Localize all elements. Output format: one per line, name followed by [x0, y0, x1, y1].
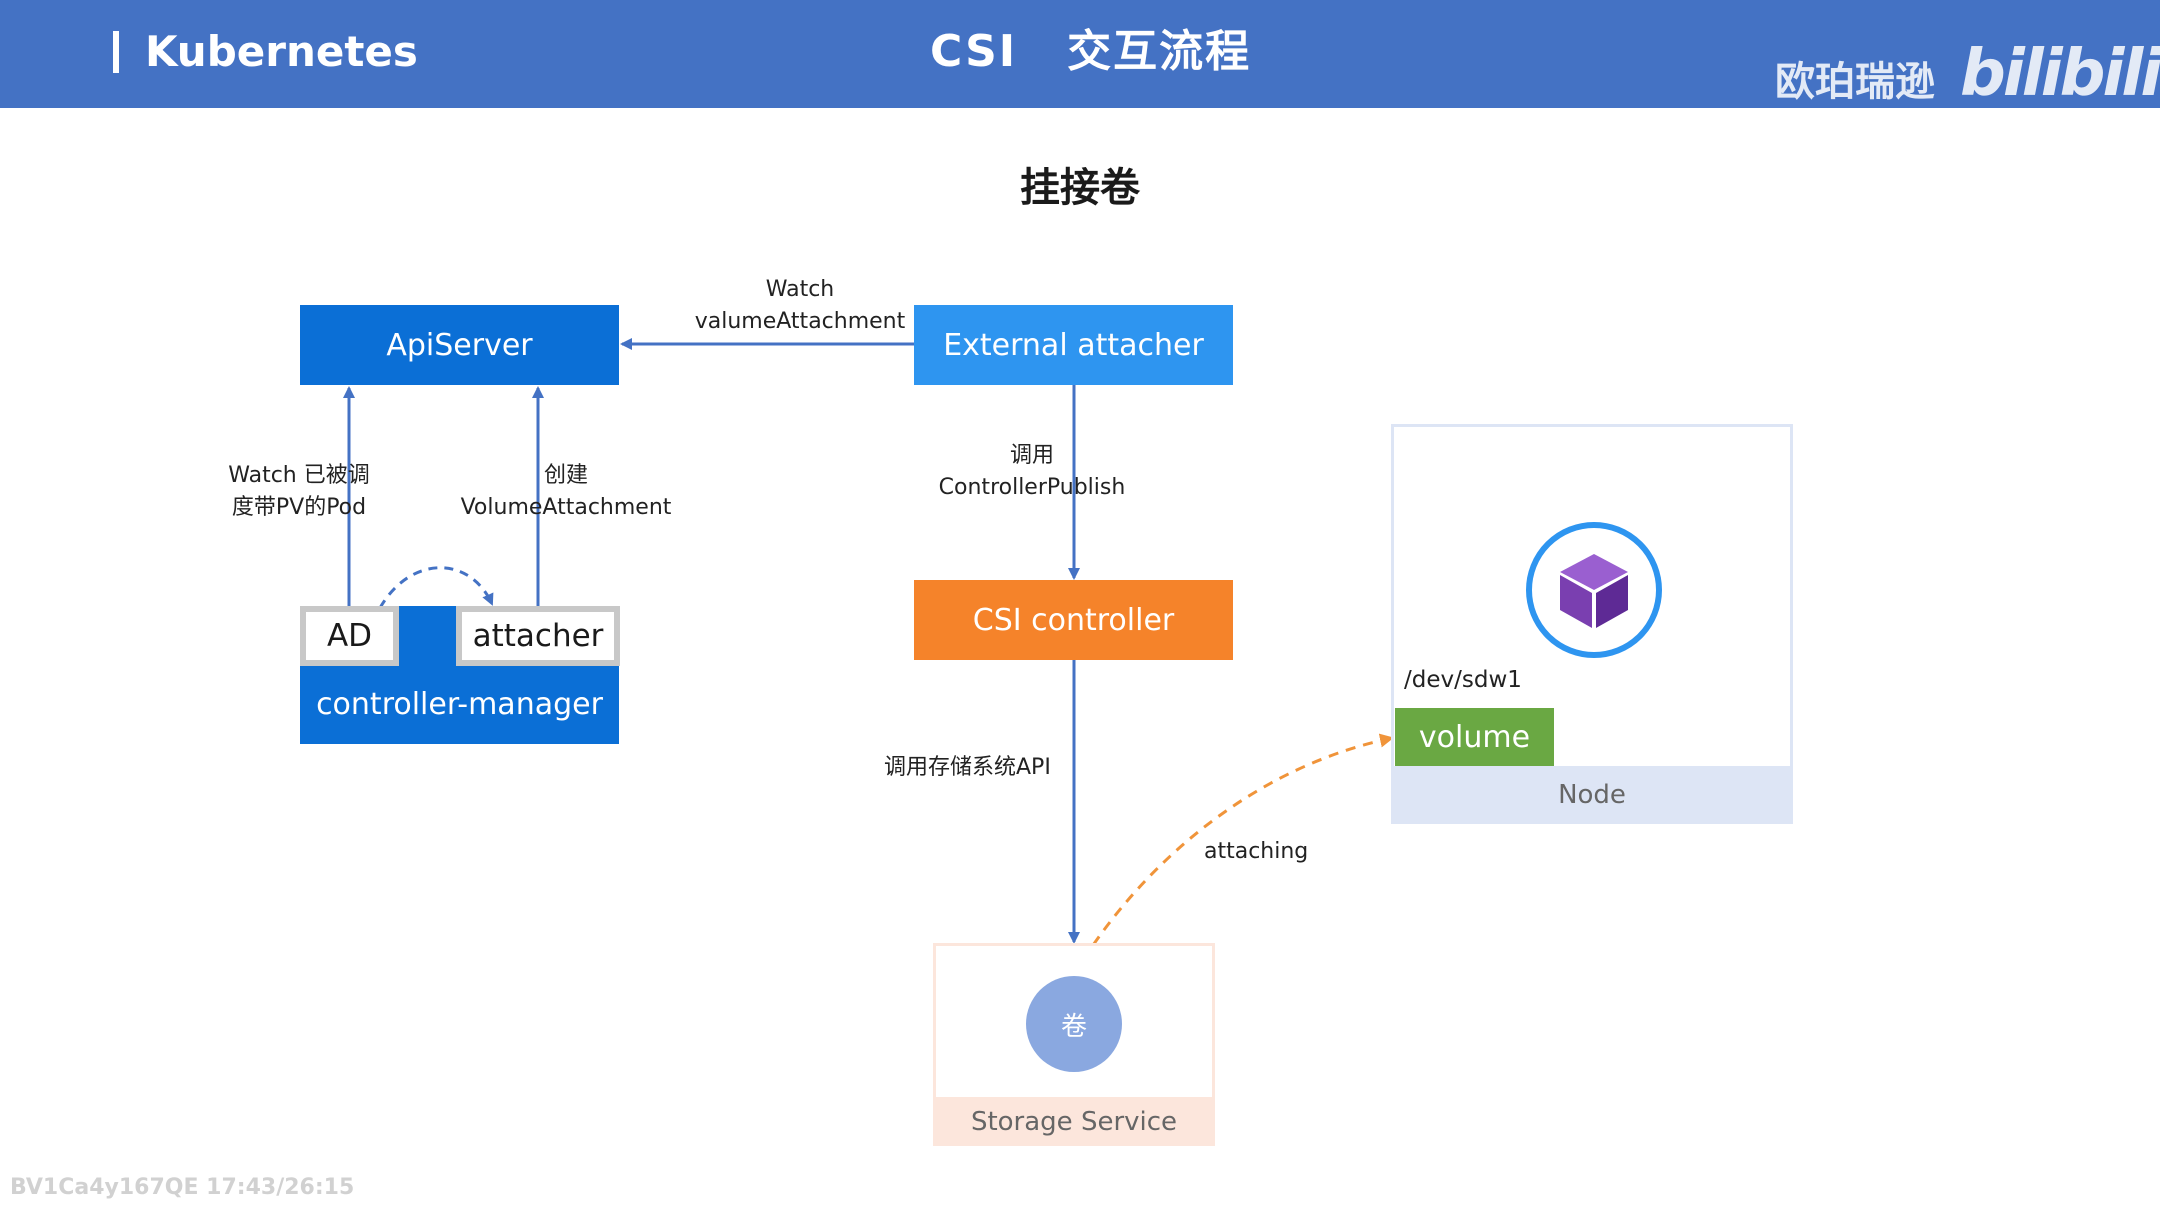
attacher-node: attacher: [456, 606, 620, 666]
header-bar: Kubernetes CSI 交互流程 欧珀瑞逊 bilibili: [0, 0, 2160, 111]
header-accent-bar: [113, 31, 119, 73]
ad-watch-label: Watch 已被调 度带PV的Pod: [218, 460, 380, 524]
header-title-csi: CSI: [930, 26, 1018, 77]
watch-label: Watch valumeAttachment: [690, 274, 910, 338]
video-player-watermark: BV1Ca4y167QE 17:43/26:15: [10, 1175, 355, 1200]
brand-name: 欧珀瑞逊: [1775, 59, 1935, 105]
watch-label-line2: valumeAttachment: [694, 309, 906, 334]
call-publish-label: 调用 ControllerPublish: [930, 440, 1134, 504]
header-center-title: CSI 交互流程: [930, 22, 1251, 82]
call-publish-line2: ControllerPublish: [938, 475, 1126, 500]
header-left-title: Kubernetes: [145, 27, 418, 76]
create-attachment-label: 创建 VolumeAttachment: [460, 460, 672, 524]
create-attachment-line2: VolumeAttachment: [460, 495, 672, 520]
controller-manager-label: controller-manager: [316, 687, 603, 722]
ad-watch-line1: Watch 已被调: [228, 463, 370, 488]
storage-api-label: 调用存储系统API: [884, 755, 1051, 780]
create-attachment-line1: 创建: [543, 463, 588, 488]
server-icon: [1526, 522, 1662, 658]
volume-node: volume: [1395, 708, 1554, 766]
watch-label-line1: Watch: [765, 277, 835, 302]
attaching-arrow: [1072, 733, 1394, 976]
apiserver-node: ApiServer: [300, 305, 619, 385]
external-attacher-node: External attacher: [914, 305, 1233, 385]
slide-subtitle: 挂接卷: [1020, 165, 1140, 211]
bilibili-logo: bilibili: [1960, 37, 2160, 111]
ad-to-attacher-arrow: [378, 566, 494, 609]
ad-node: AD: [300, 606, 399, 666]
storage-service-footer: Storage Service: [933, 1097, 1215, 1146]
cube-icon: [1560, 554, 1628, 628]
csi-controller-node: CSI controller: [914, 580, 1233, 660]
node-footer: Node: [1391, 766, 1793, 824]
disk-icon: 卷: [1026, 976, 1122, 1072]
ad-watch-line2: 度带PV的Pod: [231, 495, 367, 520]
call-publish-line1: 调用: [1009, 443, 1054, 468]
attaching-label: attaching: [1204, 839, 1309, 864]
device-path: /dev/sdw1: [1404, 667, 1522, 693]
header-title-flow: 交互流程: [1067, 26, 1252, 77]
